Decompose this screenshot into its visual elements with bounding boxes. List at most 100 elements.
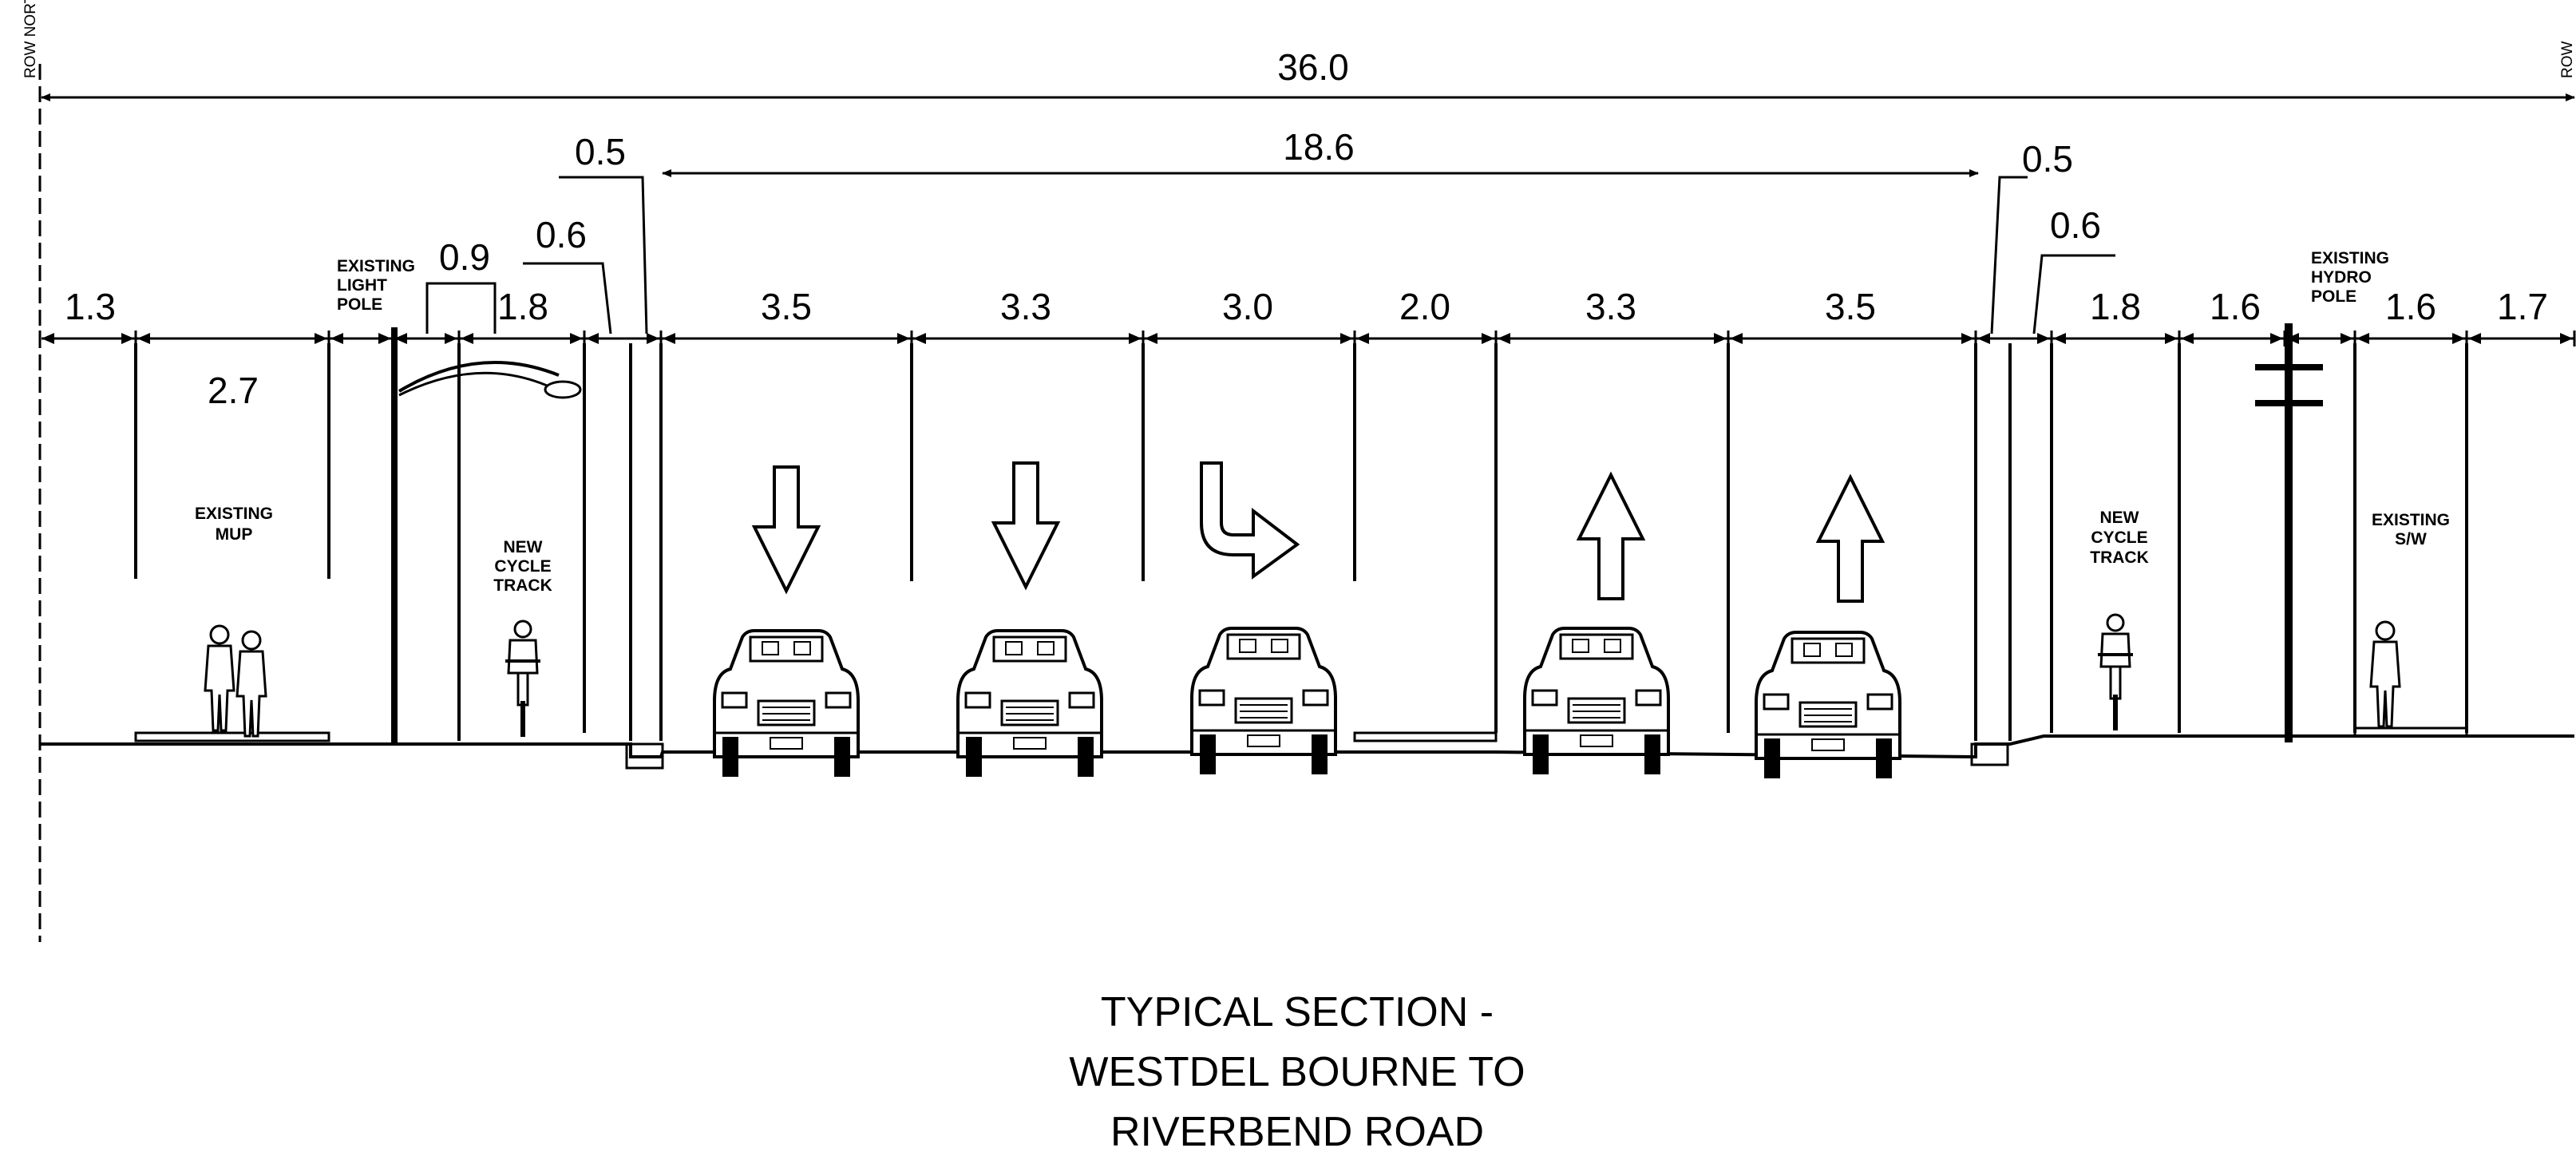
cyclist-right-icon: [2098, 615, 2133, 730]
dimension-arrowhead: [378, 333, 391, 344]
new-cycle-track-left-label: NEW CYCLE TRACK: [493, 538, 552, 595]
dimension-arrowhead: [1356, 333, 1369, 344]
dimension-arrowhead: [137, 333, 150, 344]
hydro-pole: [2255, 323, 2323, 742]
car-lane2-icon: [956, 629, 1103, 778]
dimension-arrowhead: [461, 333, 473, 344]
svg-text:MUP: MUP: [216, 525, 253, 544]
dimension-arrowhead: [2181, 333, 2194, 344]
svg-text:CYCLE: CYCLE: [2091, 528, 2147, 547]
pedestrian-2-icon: [235, 630, 267, 738]
northbound-lane4-arrow-icon: [1577, 473, 1644, 600]
southbound-lane1-arrow-icon: [753, 465, 820, 592]
dim-3-0-turn-lane-label: 3.0: [1222, 286, 1273, 327]
right-gutter-offset-label: 0.6: [2050, 204, 2101, 246]
dimension-arrowhead: [1714, 333, 1727, 344]
dimension-arrowhead: [121, 333, 134, 344]
dim-1-7-label: 1.7: [2497, 286, 2548, 327]
existing-mup-label: EXISTING MUP: [195, 505, 273, 544]
left-gutter-offset-label: 0.6: [536, 214, 587, 255]
mup-surface: [134, 731, 330, 742]
dimension-arrowhead: [445, 333, 457, 344]
car-turn-lane-icon: [1190, 627, 1337, 776]
dimension-arrowhead: [897, 333, 910, 344]
svg-text:POLE: POLE: [337, 295, 382, 314]
row-right-label: ROW: [2559, 42, 2576, 79]
svg-text:TYPICAL SECTION -: TYPICAL SECTION -: [1101, 989, 1494, 1035]
sidewalk-surface: [2353, 726, 2468, 738]
svg-text:HYDRO: HYDRO: [2311, 268, 2372, 287]
dim-2-0-median-label: 2.0: [1399, 286, 1450, 327]
svg-text:TRACK: TRACK: [493, 576, 552, 595]
dim-3-5-lane1-label: 3.5: [761, 286, 812, 327]
dimension-arrowhead: [663, 333, 675, 344]
dim-3-3-lane2-label: 3.3: [1000, 286, 1051, 327]
left-turn-arrow-icon: [1200, 461, 1300, 580]
median-surface: [1353, 731, 1498, 742]
dimension-arrowhead: [1145, 333, 1157, 344]
section-title: TYPICAL SECTION - WESTDEL BOURNE TO RIVE…: [1069, 989, 1525, 1152]
dimension-arrowhead: [570, 333, 583, 344]
svg-text:LIGHT: LIGHT: [337, 276, 387, 295]
car-lane5-icon: [1755, 631, 1901, 780]
car-lane1-icon: [713, 629, 860, 778]
svg-text:POLE: POLE: [2311, 287, 2356, 306]
dimension-arrowhead: [1340, 333, 1353, 344]
svg-text:TRACK: TRACK: [2090, 548, 2149, 567]
dim-1-8-right-label: 1.8: [2090, 286, 2141, 327]
dim-1-3-label: 1.3: [65, 286, 116, 327]
left-curb-offset-label: 0.5: [575, 131, 626, 172]
dim-3-5-lane5-label: 3.5: [1825, 286, 1876, 327]
svg-text:EXISTING: EXISTING: [2311, 249, 2389, 267]
roadway-width-label: 18.6: [1283, 126, 1355, 168]
dimension-arrowhead: [2356, 333, 2369, 344]
right-curb-offset-label: 0.5: [2022, 138, 2073, 180]
right-curb: [1970, 742, 2009, 766]
existing-light-pole-label: EXISTING LIGHT POLE: [337, 257, 415, 314]
dimension-arrowhead: [1730, 333, 1743, 344]
dimension-arrowhead: [330, 333, 343, 344]
svg-text:EXISTING: EXISTING: [2372, 511, 2450, 529]
row-north-label: ROW NORTH: [22, 0, 39, 78]
dim-3-3-lane4-label: 3.3: [1585, 286, 1636, 327]
mup-width-label: 2.7: [208, 370, 259, 411]
dimension-arrowhead: [1482, 333, 1494, 344]
dimension-arrowhead: [913, 333, 926, 344]
northbound-lane5-arrow-icon: [1817, 476, 1884, 603]
existing-sw-label: EXISTING S/W: [2372, 511, 2450, 548]
dim-1-8-left-label: 1.8: [497, 286, 548, 327]
dimension-arrowhead: [2037, 333, 2050, 344]
dimension-arrowhead: [2165, 333, 2178, 344]
dimension-arrowhead: [315, 333, 327, 344]
ground-profile: [40, 734, 2574, 758]
svg-text:NEW: NEW: [504, 538, 543, 556]
existing-hydro-pole-label: EXISTING HYDRO POLE: [2311, 249, 2389, 306]
svg-text:S/W: S/W: [2395, 530, 2427, 548]
dimension-arrowhead: [2270, 333, 2283, 344]
southbound-lane2-arrow-icon: [992, 461, 1059, 588]
light-pole-offset-label: 0.9: [439, 236, 490, 278]
pedestrian-sidewalk-icon: [2369, 620, 2401, 728]
dimension-arrowhead: [1129, 333, 1142, 344]
dimension-arrowhead: [2341, 333, 2353, 344]
dimension-arrowhead: [394, 333, 407, 344]
light-pole: [391, 327, 582, 742]
dimension-arrowhead: [2468, 333, 2481, 344]
dimension-arrowhead: [42, 333, 54, 344]
car-lane4-icon: [1523, 627, 1670, 776]
svg-text:EXISTING: EXISTING: [195, 505, 273, 523]
dim-1-6-left-label: 1.6: [2210, 286, 2261, 327]
dimension-arrowhead: [647, 333, 659, 344]
cyclist-left-icon: [505, 621, 540, 737]
svg-text:EXISTING: EXISTING: [337, 257, 415, 275]
svg-text:RIVERBEND ROAD: RIVERBEND ROAD: [1110, 1109, 1484, 1152]
dimension-arrowhead: [586, 333, 599, 344]
dimension-arrowhead: [2560, 333, 2573, 344]
svg-text:WESTDEL BOURNE TO: WESTDEL BOURNE TO: [1069, 1049, 1525, 1095]
svg-text:NEW: NEW: [2100, 509, 2139, 527]
left-curb: [625, 742, 664, 770]
new-cycle-track-right-label: NEW CYCLE TRACK: [2090, 509, 2149, 567]
dimension-arrowhead: [2053, 333, 2066, 344]
dimension-arrowhead: [2452, 333, 2465, 344]
